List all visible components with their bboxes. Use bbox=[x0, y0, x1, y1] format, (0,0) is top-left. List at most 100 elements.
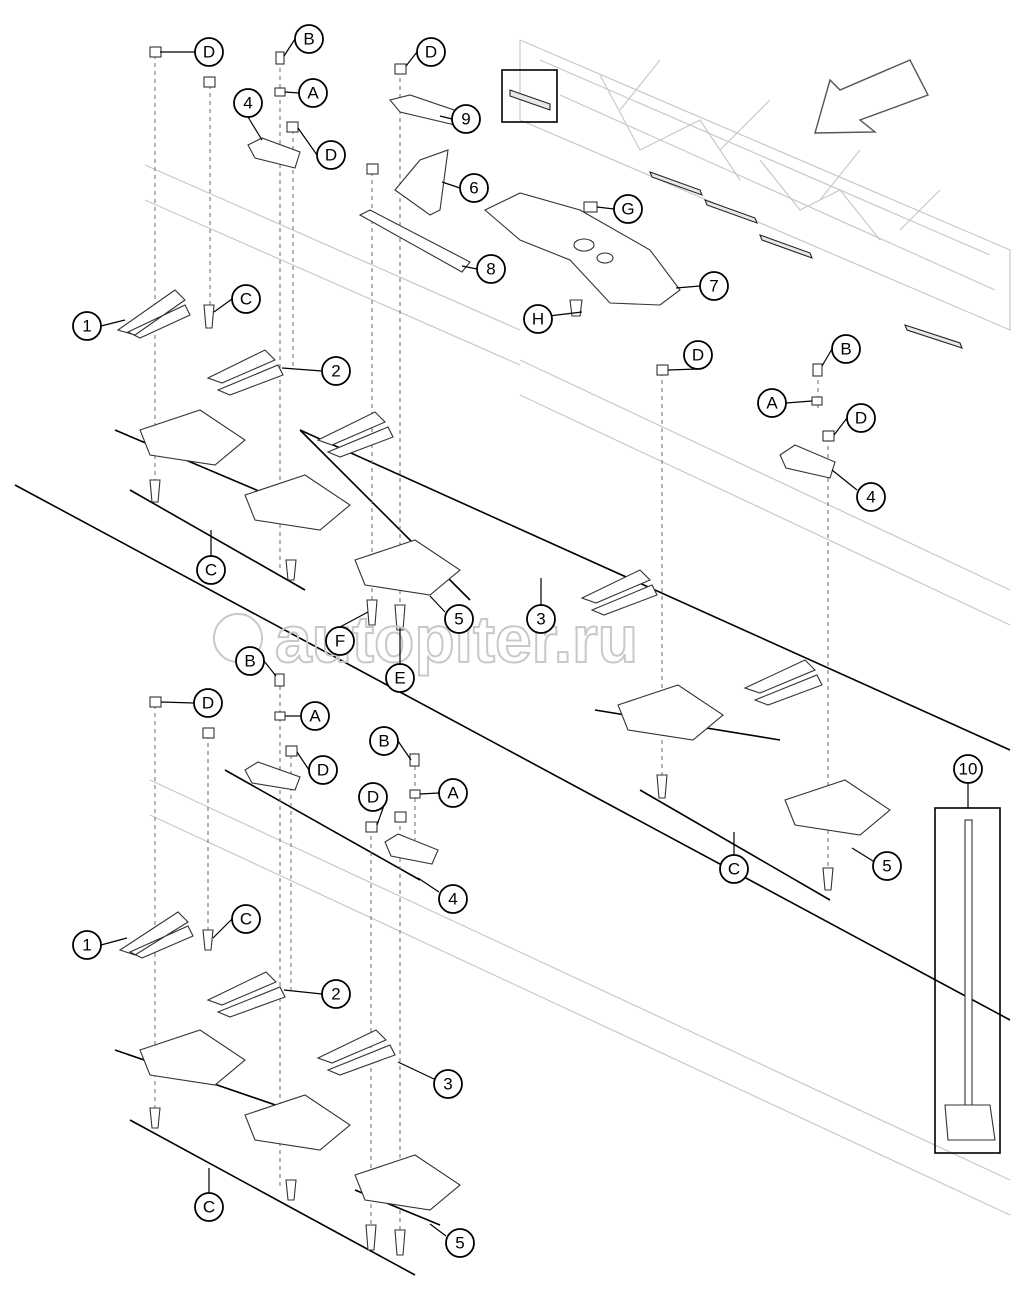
nut-icon bbox=[394, 811, 407, 823]
callout: 4 bbox=[233, 88, 263, 118]
leader-line bbox=[417, 877, 440, 893]
section-5 bbox=[617, 684, 724, 741]
bolt-icon bbox=[394, 1229, 406, 1256]
callout-label: C bbox=[205, 561, 217, 580]
leader-line bbox=[397, 1061, 435, 1080]
leader-line bbox=[667, 368, 699, 371]
grouping-frames bbox=[114, 429, 831, 1276]
callout-label: 3 bbox=[443, 1075, 452, 1094]
leader-line bbox=[429, 1223, 447, 1237]
nut-icon bbox=[365, 821, 378, 833]
callout: D bbox=[316, 140, 346, 170]
guard-3 bbox=[743, 659, 823, 706]
guard-2 bbox=[206, 971, 286, 1018]
nut-icon bbox=[202, 727, 215, 739]
knife-guards bbox=[116, 289, 823, 1076]
leader-line bbox=[833, 417, 848, 436]
callout-label: 5 bbox=[455, 1234, 464, 1253]
callout-label: D bbox=[425, 43, 437, 62]
callouts: D B A 4 D D 9 6 G 8 7 H 1 C 2 D B A D 4 … bbox=[72, 24, 983, 1258]
leader-line bbox=[212, 918, 233, 939]
leader-line bbox=[419, 792, 440, 795]
nut-icon bbox=[286, 121, 299, 133]
leader-line bbox=[213, 298, 233, 313]
callout-label: B bbox=[244, 652, 255, 671]
nut-icon bbox=[149, 46, 162, 58]
header-frame-illustration bbox=[501, 39, 1011, 349]
callout-label: H bbox=[532, 310, 544, 329]
guard-2 bbox=[206, 349, 284, 396]
washer-icon bbox=[811, 396, 823, 406]
guard-1 bbox=[118, 911, 194, 959]
callout-leaders bbox=[100, 38, 874, 1237]
bolt-head-icon bbox=[812, 363, 823, 377]
callout-label: 1 bbox=[82, 317, 91, 336]
callout: D bbox=[846, 403, 876, 433]
callout: D bbox=[308, 755, 338, 785]
callout-label: B bbox=[303, 30, 314, 49]
callout-label: A bbox=[307, 84, 319, 103]
nut-icon bbox=[583, 201, 598, 213]
nut-icon bbox=[394, 63, 407, 75]
section-5 bbox=[354, 1154, 461, 1211]
callout: 8 bbox=[476, 254, 506, 284]
callout-label: C bbox=[203, 1198, 215, 1217]
callout: D bbox=[416, 37, 446, 67]
callout-label: F bbox=[335, 632, 345, 651]
callout: C bbox=[231, 284, 261, 314]
callout: D bbox=[683, 340, 713, 370]
callout-label: C bbox=[240, 910, 252, 929]
leader-line bbox=[100, 319, 126, 327]
section-5 bbox=[244, 1094, 351, 1151]
callout-label: 5 bbox=[454, 610, 463, 629]
callout-label: B bbox=[378, 732, 389, 751]
callout-label: 2 bbox=[331, 985, 340, 1004]
nut-icon bbox=[366, 163, 379, 175]
bolt-head-icon bbox=[409, 753, 420, 767]
clip-4 bbox=[384, 833, 439, 865]
plate-parts bbox=[244, 94, 836, 865]
callout-label: E bbox=[394, 669, 405, 688]
bar-8 bbox=[358, 209, 471, 273]
callout: C bbox=[231, 904, 261, 934]
callout: D bbox=[358, 782, 388, 812]
bolt-icon bbox=[656, 774, 668, 799]
callout: B bbox=[369, 726, 399, 756]
nut-icon bbox=[822, 430, 835, 442]
callout: B bbox=[294, 24, 324, 54]
callout-label: 5 bbox=[882, 857, 891, 876]
callout: 3 bbox=[433, 1069, 463, 1099]
leader-line bbox=[281, 367, 323, 372]
hardware-parts bbox=[149, 46, 835, 1256]
bolt-icon bbox=[203, 304, 215, 329]
leader-line bbox=[821, 348, 833, 367]
callout: 5 bbox=[872, 851, 902, 881]
callout-label: D bbox=[367, 788, 379, 807]
callout: 6 bbox=[459, 173, 489, 203]
callout-label: 1 bbox=[82, 936, 91, 955]
callout: 10 bbox=[953, 754, 983, 784]
leader-line bbox=[283, 989, 323, 995]
leader-line bbox=[461, 265, 478, 270]
callout-label: C bbox=[240, 290, 252, 309]
washer-icon bbox=[274, 711, 286, 721]
callout: 5 bbox=[444, 604, 474, 634]
callout-label: D bbox=[855, 409, 867, 428]
callout-label: C bbox=[728, 860, 740, 879]
callout: 7 bbox=[699, 271, 729, 301]
nut-icon bbox=[203, 76, 216, 88]
callout-label: D bbox=[692, 346, 704, 365]
knife-sections bbox=[139, 409, 891, 1211]
callout-label: 4 bbox=[448, 890, 457, 909]
callout: H bbox=[523, 304, 553, 334]
leader-line bbox=[397, 740, 412, 761]
clip-4 bbox=[779, 444, 836, 479]
watermark: autopiter.ru bbox=[213, 601, 639, 677]
section-5 bbox=[244, 474, 351, 531]
callout-label: A bbox=[309, 707, 321, 726]
section-5 bbox=[784, 779, 891, 836]
leader-line bbox=[247, 116, 263, 141]
washer-icon bbox=[409, 789, 421, 799]
callout: 2 bbox=[321, 979, 351, 1009]
